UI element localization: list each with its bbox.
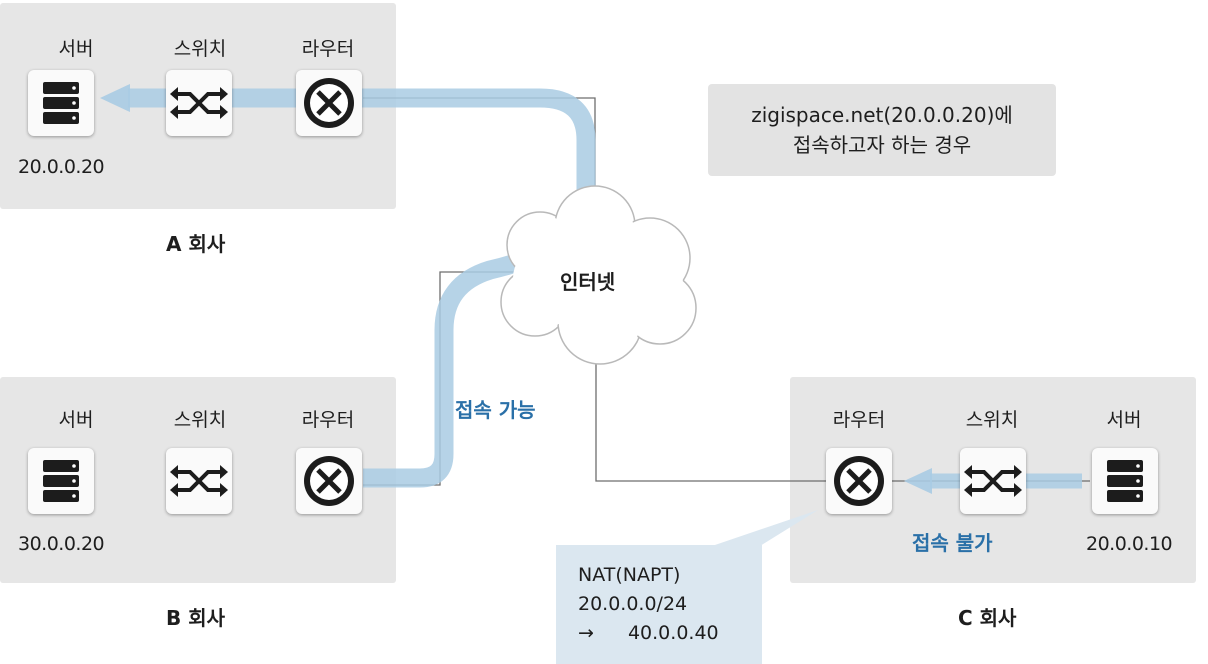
company-b-switch-label: 스위치	[173, 409, 227, 431]
company-b-server-label: 서버	[58, 409, 94, 431]
router-icon	[834, 456, 884, 506]
company-c-router[interactable]	[826, 448, 892, 514]
nat-bubble: NAT(NAPT) 20.0.0.0/24 → 40.0.0.40	[556, 545, 762, 664]
server-icon	[1107, 460, 1143, 502]
denied-flow-arrowhead	[904, 468, 932, 494]
company-a-name: A 회사	[166, 232, 226, 256]
nat-translated-ip: 40.0.0.40	[627, 622, 719, 644]
company-b-name: B 회사	[166, 606, 226, 630]
internet-label: 인터넷	[560, 270, 616, 294]
line-internet-to-a	[363, 97, 596, 205]
company-b-server-ip: 30.0.0.20	[18, 533, 105, 555]
company-a-server-ip: 20.0.0.20	[18, 156, 105, 178]
nat-title: NAT(NAPT)	[578, 564, 681, 586]
company-b-router-label: 라우터	[301, 409, 355, 431]
access-possible-label: 접속 가능	[455, 398, 536, 422]
switch-icon	[170, 465, 228, 497]
company-c-server-label: 서버	[1106, 409, 1142, 431]
company-a-switch-label: 스위치	[173, 38, 227, 60]
router-icon	[304, 456, 354, 506]
note-line-2: 접속하고자 하는 경우	[792, 133, 972, 157]
switch-icon	[170, 87, 228, 119]
server-icon	[43, 460, 79, 502]
company-a-server[interactable]	[28, 70, 94, 136]
access-flow-band	[128, 88, 596, 488]
scenario-note: zigispace.net(20.0.0.20)에 접속하고자 하는 경우	[708, 84, 1056, 176]
server-icon	[43, 82, 79, 124]
company-c-server-ip: 20.0.0.10	[1086, 533, 1173, 555]
nat-translation: → 40.0.0.40	[578, 619, 762, 648]
nat-source-range: 20.0.0.0/24	[578, 593, 688, 615]
nat-arrow: →	[578, 622, 594, 644]
line-internet-to-c	[595, 360, 826, 482]
access-denied-label: 접속 불가	[912, 531, 993, 555]
note-line-1: zigispace.net(20.0.0.20)에	[751, 103, 1013, 127]
company-c-switch-label: 스위치	[965, 409, 1019, 431]
company-b-switch[interactable]	[166, 448, 232, 514]
router-icon	[304, 78, 354, 128]
company-a-router[interactable]	[296, 70, 362, 136]
company-a-server-label: 서버	[58, 38, 94, 60]
access-flow-arrowhead	[100, 84, 130, 112]
company-a-switch[interactable]	[166, 70, 232, 136]
company-a-router-label: 라우터	[301, 38, 355, 60]
switch-icon	[964, 465, 1022, 497]
company-b-server[interactable]	[28, 448, 94, 514]
company-c-switch[interactable]	[960, 448, 1026, 514]
company-c-server[interactable]	[1092, 448, 1158, 514]
company-b-router[interactable]	[296, 448, 362, 514]
company-c-name: C 회사	[958, 606, 1017, 630]
company-c-router-label: 라우터	[832, 409, 886, 431]
